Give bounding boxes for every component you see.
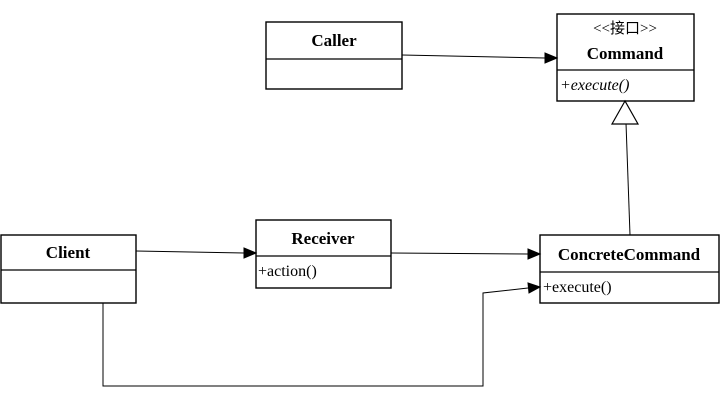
class-caller-box — [265, 21, 403, 90]
class-command: <<接口>> Command +execute() — [556, 13, 695, 102]
association-client-concrete-command — [102, 282, 542, 387]
class-client-name: Client — [46, 243, 91, 262]
association-caller-command — [401, 52, 559, 64]
class-client-box — [0, 234, 137, 304]
arrowhead-icon — [527, 282, 542, 294]
class-receiver-box — [255, 219, 392, 289]
class-caller-name: Caller — [311, 31, 357, 50]
class-command-method: +execute() — [560, 77, 629, 94]
class-command-box — [556, 13, 695, 102]
class-command-name: Command — [587, 44, 664, 63]
hollow-triangle-icon — [610, 99, 640, 125]
class-receiver-name: Receiver — [291, 229, 355, 248]
class-receiver: Receiver +action() — [255, 219, 392, 289]
association-client-receiver — [135, 247, 258, 259]
class-receiver-method: +action() — [258, 263, 317, 280]
class-concrete-command-name: ConcreteCommand — [558, 245, 701, 264]
class-concrete-command-box — [539, 234, 720, 304]
class-caller: Caller — [265, 21, 403, 90]
arrowhead-icon — [544, 52, 559, 64]
class-concrete-command-method: +execute() — [543, 279, 612, 296]
arrowhead-icon — [527, 248, 542, 260]
association-receiver-concrete-command — [390, 248, 542, 260]
class-command-stereotype: <<接口>> — [593, 20, 657, 37]
class-concrete-command: ConcreteCommand +execute() — [539, 234, 720, 304]
arrowhead-icon — [243, 247, 258, 259]
class-client: Client — [0, 234, 137, 304]
realization-concrete-command-command — [610, 99, 640, 236]
